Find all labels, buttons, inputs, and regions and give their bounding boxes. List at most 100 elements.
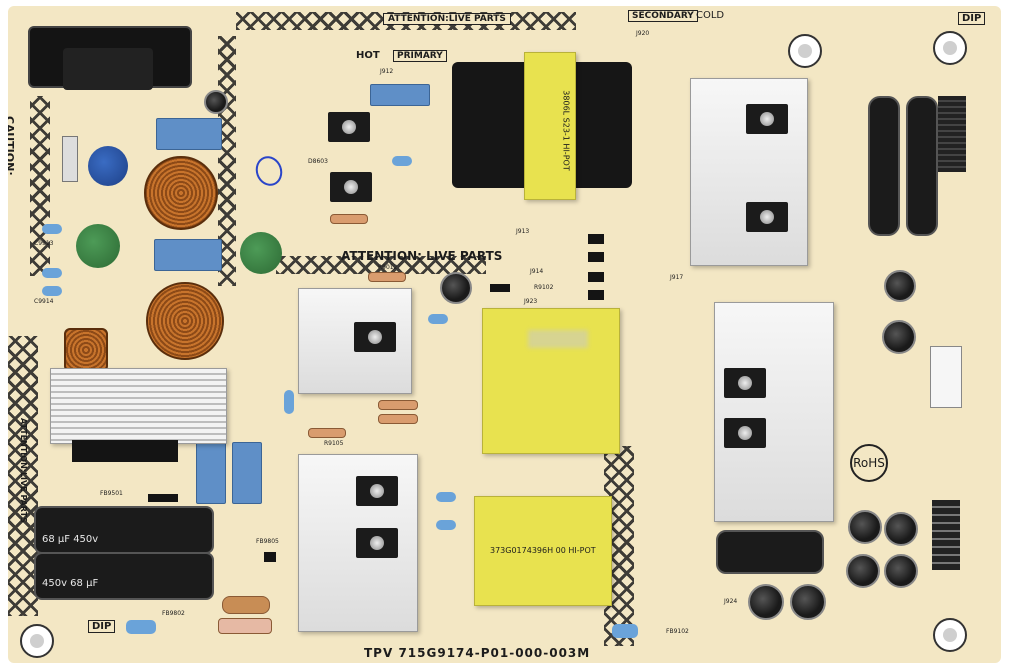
resistor	[378, 414, 418, 424]
attention-live-parts-left: ATTENTION:LIVE PARTS	[19, 418, 28, 523]
film-capacitor	[232, 442, 262, 504]
ceramic-capacitor	[436, 520, 456, 530]
electrolytic-capacitor	[884, 270, 916, 302]
ceramic-capacitor	[42, 268, 62, 278]
electrolytic-capacitor	[748, 584, 784, 620]
ref-designator: J913	[516, 228, 530, 235]
ref-designator: J912	[380, 68, 394, 75]
ceramic-capacitor	[126, 620, 156, 634]
thermistor	[240, 232, 282, 274]
mounting-hole	[933, 31, 967, 65]
ref-designator: C9914	[34, 298, 54, 305]
ceramic-capacitor	[392, 156, 412, 166]
resistor	[330, 214, 368, 224]
resistor	[222, 596, 270, 614]
bulk-cap-label: 450v 68 µF	[42, 578, 99, 589]
inductor	[64, 328, 108, 372]
resistor	[378, 400, 418, 410]
ref-designator: R9102	[534, 284, 554, 291]
schottky-diode	[746, 104, 788, 134]
ref-designator: R9105	[324, 440, 344, 447]
pcb-board: ATTENTION:LIVE PARTS SECONDARY COLD HOT …	[8, 6, 1001, 663]
caution-label: CAUTION:	[8, 116, 16, 176]
x-capacitor	[156, 118, 222, 150]
output-connector	[932, 500, 960, 570]
diode	[588, 234, 604, 244]
resistor	[368, 272, 406, 282]
ref-designator: J914	[530, 268, 544, 275]
ref-designator: J917	[670, 274, 684, 281]
ceramic-capacitor	[612, 624, 638, 638]
ref-designator: J924	[724, 598, 738, 605]
primary-label: PRIMARY	[393, 50, 447, 62]
output-capacitor	[868, 96, 900, 236]
ref-designator: FB9501	[100, 490, 123, 497]
dip-label-top-right: DIP	[958, 12, 986, 25]
hand-drawn-mark	[251, 152, 287, 190]
diode	[588, 290, 604, 300]
bulk-capacitor-68uf	[34, 506, 214, 554]
electrolytic-capacitor	[884, 512, 918, 546]
varistor	[88, 146, 128, 186]
heatsink-output	[714, 302, 834, 522]
common-mode-choke	[146, 282, 224, 360]
diode	[490, 284, 510, 292]
output-capacitor-horizontal	[716, 530, 824, 574]
bridge-rectifier	[72, 440, 178, 462]
dip-label-bottom-left: DIP	[88, 620, 116, 633]
ref-designator: D8603	[308, 158, 328, 165]
mounting-hole	[933, 618, 967, 652]
resistor	[308, 428, 346, 438]
obscured-label	[528, 330, 588, 348]
electrolytic-capacitor	[204, 90, 228, 114]
ac-connector-body	[63, 48, 153, 90]
board-part-number: TPV 715G9174-P01-000-003M	[364, 646, 591, 660]
hot-label: HOT	[356, 50, 380, 61]
x-capacitor	[370, 84, 430, 106]
mounting-hole	[20, 624, 54, 658]
electrolytic-capacitor	[846, 554, 880, 588]
electrolytic-capacitor	[884, 554, 918, 588]
ref-designator: J920	[636, 30, 650, 37]
electrolytic-capacitor	[848, 510, 882, 544]
mounting-hole	[788, 34, 822, 68]
ref-designator: J923	[524, 298, 538, 305]
resistor	[218, 618, 272, 634]
mosfet	[354, 322, 396, 352]
schottky-diode	[724, 418, 766, 448]
film-capacitor	[196, 442, 226, 504]
transformer-marking: 3806L S23-1 HI-POT	[561, 90, 571, 171]
mosfet	[356, 528, 398, 558]
ref-designator: FB9102	[666, 628, 689, 635]
ref-designator: FB9802	[162, 610, 185, 617]
ceramic-capacitor	[284, 390, 294, 414]
ceramic-capacitor	[42, 286, 62, 296]
ceramic-capacitor	[428, 314, 448, 324]
pfc-diode	[330, 172, 372, 202]
mosfet	[356, 476, 398, 506]
ceramic-capacitor	[42, 224, 62, 234]
live-area-hatch-mid	[276, 256, 486, 274]
electrolytic-capacitor	[440, 272, 472, 304]
transformer-marking: 373G0174396H 00 HI-POT	[490, 546, 596, 555]
electrolytic-capacitor	[790, 584, 826, 620]
diode	[264, 552, 276, 562]
fuse	[62, 136, 78, 182]
output-capacitor	[906, 96, 938, 236]
schottky-diode	[724, 368, 766, 398]
x-capacitor	[154, 239, 222, 271]
bulk-cap-label: 68 µF 450v	[42, 534, 99, 545]
bulk-capacitor-68uf	[34, 552, 214, 600]
schottky-diode	[746, 202, 788, 232]
ref-designator: C9913	[34, 240, 54, 247]
electrolytic-capacitor	[882, 320, 916, 354]
diode	[588, 252, 604, 262]
output-connector	[930, 346, 962, 408]
ref-designator: FB9805	[256, 538, 279, 545]
attention-live-parts-top: ATTENTION:LIVE PARTS	[383, 13, 511, 25]
ref-designator: R9012	[378, 264, 398, 271]
ceramic-capacitor	[436, 492, 456, 502]
cold-label: COLD	[696, 10, 725, 21]
thermistor	[76, 224, 120, 268]
pfc-mosfet	[328, 112, 370, 142]
